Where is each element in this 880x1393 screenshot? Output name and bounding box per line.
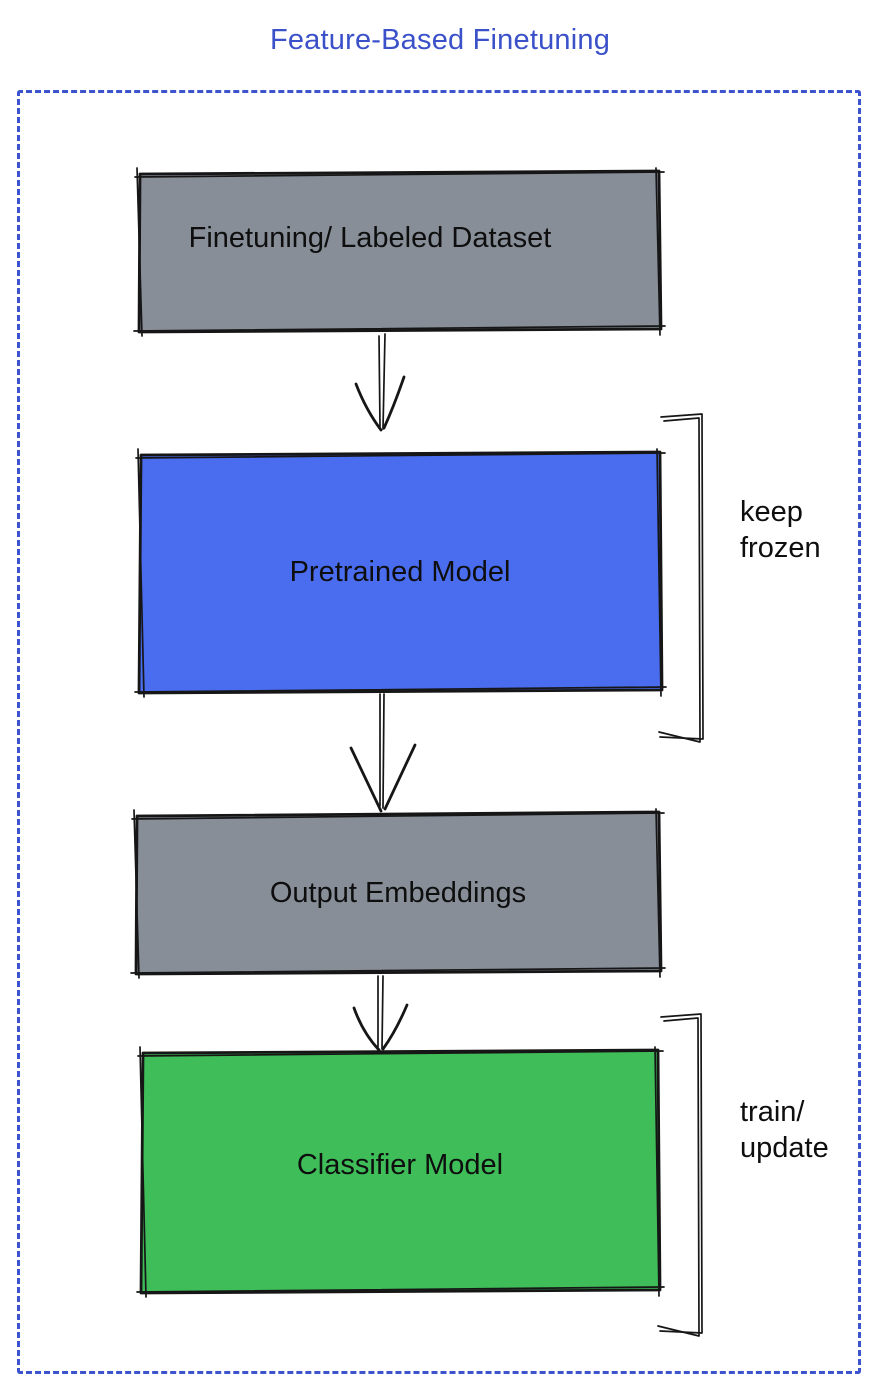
dashed-frame	[17, 90, 861, 1374]
annotation-keep-frozen-line2: frozen	[740, 532, 821, 564]
node-output-embeddings-label: Output Embeddings	[269, 876, 527, 909]
bracket-keep-frozen	[658, 413, 704, 743]
node-output-embeddings-fill	[136, 812, 661, 974]
bracket-train-update	[657, 1013, 703, 1337]
node-finetuning-dataset-shape	[133, 167, 666, 337]
diagram-title: Feature-Based Finetuning	[269, 24, 611, 56]
node-pretrained-model-fill	[139, 452, 662, 693]
node-output-embeddings-shape	[130, 808, 666, 979]
arrow-dataset-to-pretrained	[354, 333, 406, 432]
annotation-train-update: train/ update	[740, 1094, 829, 1166]
node-classifier-model-label: Classifier Model	[296, 1148, 504, 1181]
annotation-keep-frozen-line1: keep	[740, 496, 803, 528]
annotation-train-update-line1: train/	[740, 1096, 805, 1128]
annotation-keep-frozen: keep frozen	[740, 494, 821, 566]
node-pretrained-model-label: Pretrained Model	[289, 555, 511, 588]
node-pretrained-model-shape	[134, 448, 667, 698]
node-finetuning-dataset-fill	[139, 171, 661, 332]
node-classifier-model-shape	[136, 1046, 665, 1298]
node-classifier-model-fill	[141, 1050, 660, 1293]
arrow-embeddings-to-classifier	[352, 975, 409, 1052]
annotation-train-update-line2: update	[740, 1132, 829, 1164]
arrow-pretrained-to-embeddings	[349, 693, 417, 813]
node-finetuning-dataset-label: Finetuning/ Labeled Dataset	[188, 221, 552, 254]
